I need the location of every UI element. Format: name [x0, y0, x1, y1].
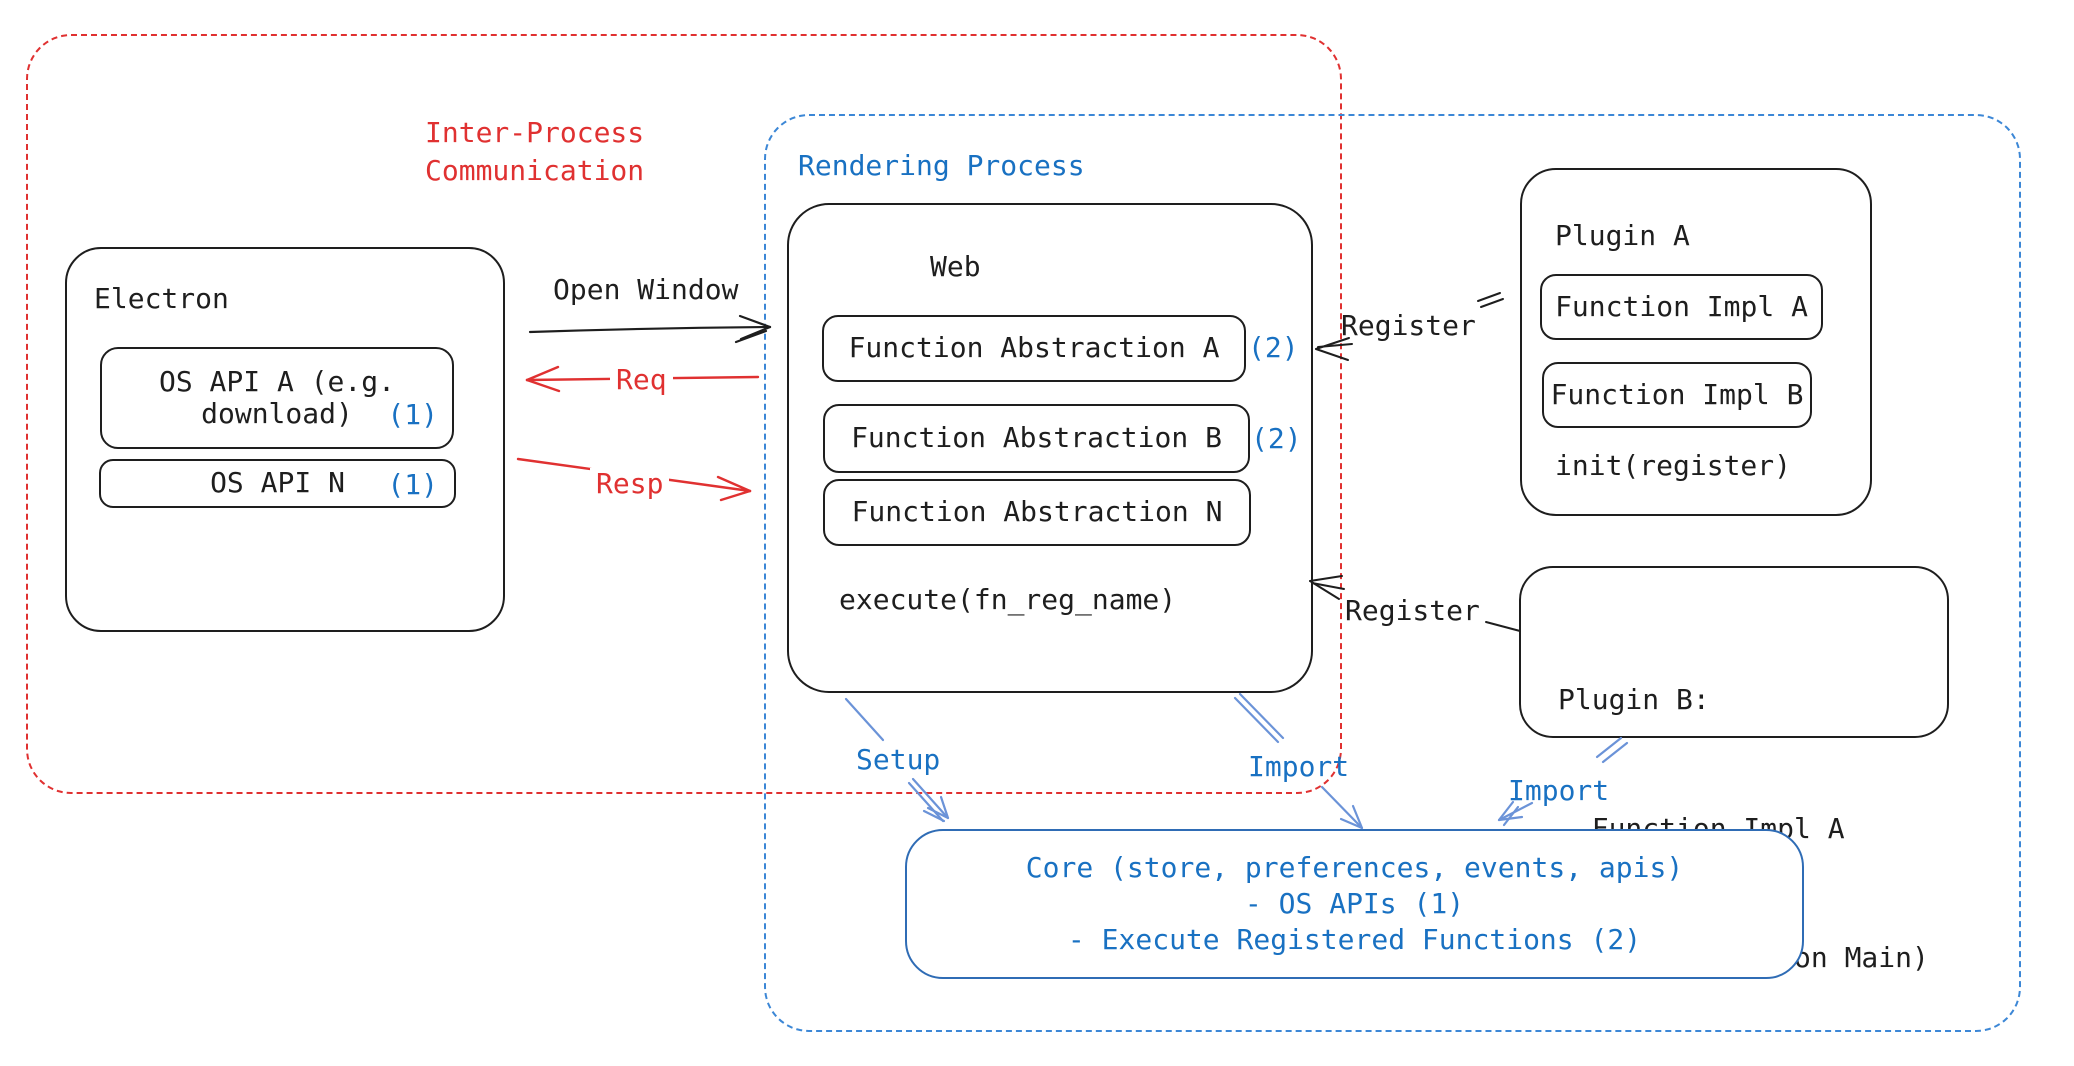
core-text: Core (store, preferences, events, apis) … — [907, 831, 1802, 977]
core-box: Core (store, preferences, events, apis) … — [905, 829, 1804, 979]
os-api-n-badge: (1) — [387, 468, 438, 501]
os-api-n-text: OS API N — [210, 466, 345, 500]
resp-label: Resp — [590, 467, 670, 501]
plugin-b-title: Plugin B: — [1558, 683, 1710, 716]
os-api-a-text: OS API A (e.g. download) — [158, 364, 395, 430]
register-a-label: Register — [1341, 309, 1476, 342]
function-abstraction-b-box: Function Abstraction B — [823, 404, 1250, 473]
plugin-a-init-text: init(register) — [1555, 449, 1792, 482]
plugin-a-box: Plugin A Function Impl A Function Impl B… — [1520, 168, 1872, 516]
core-line-1: Core (store, preferences, events, apis) — [1025, 851, 1684, 884]
os-api-n-box: OS API N (1) — [99, 459, 456, 508]
req-label: Req — [610, 363, 673, 397]
import-web-label: Import — [1248, 750, 1350, 783]
os-api-a-box: OS API A (e.g. download) (1) — [100, 347, 454, 449]
ipc-label-line1: Inter-Process — [425, 116, 645, 149]
os-api-a-badge: (1) — [387, 397, 438, 431]
setup-label: Setup — [856, 743, 941, 776]
function-abstraction-b-badge: (2) — [1251, 422, 1302, 455]
ipc-label-line2: Communication — [425, 154, 645, 187]
core-line-3: - Execute Registered Functions (2) — [1067, 923, 1642, 956]
register-b-label: Register — [1345, 594, 1480, 627]
function-abstraction-n-box: Function Abstraction N — [823, 479, 1251, 546]
ipc-boundary — [26, 34, 1342, 794]
plugin-a-title: Plugin A — [1555, 219, 1690, 252]
import-plugin-b-label: Import — [1508, 774, 1610, 807]
function-impl-a-box: Function Impl A — [1540, 274, 1823, 340]
function-abstraction-a-box: Function Abstraction A — [822, 315, 1246, 382]
core-line-2: - OS APIs (1) — [1244, 887, 1465, 920]
function-impl-b-box: Function Impl B — [1542, 362, 1812, 428]
rendering-process-label: Rendering Process — [798, 149, 1085, 182]
function-abstraction-a-badge: (2) — [1248, 331, 1299, 364]
web-box: Web Function Abstraction A (2) Function … — [787, 203, 1313, 693]
electron-title: Electron — [94, 282, 229, 315]
web-execute-text: execute(fn_reg_name) — [839, 583, 1177, 616]
electron-box: Electron OS API A (e.g. download) (1) OS… — [65, 247, 505, 632]
plugin-b-box: Plugin B: - Function Impl A - Module (ru… — [1519, 566, 1949, 974]
open-window-label: Open Window — [553, 273, 739, 306]
web-title: Web — [930, 250, 981, 283]
rendering-process-boundary — [764, 114, 2021, 1032]
